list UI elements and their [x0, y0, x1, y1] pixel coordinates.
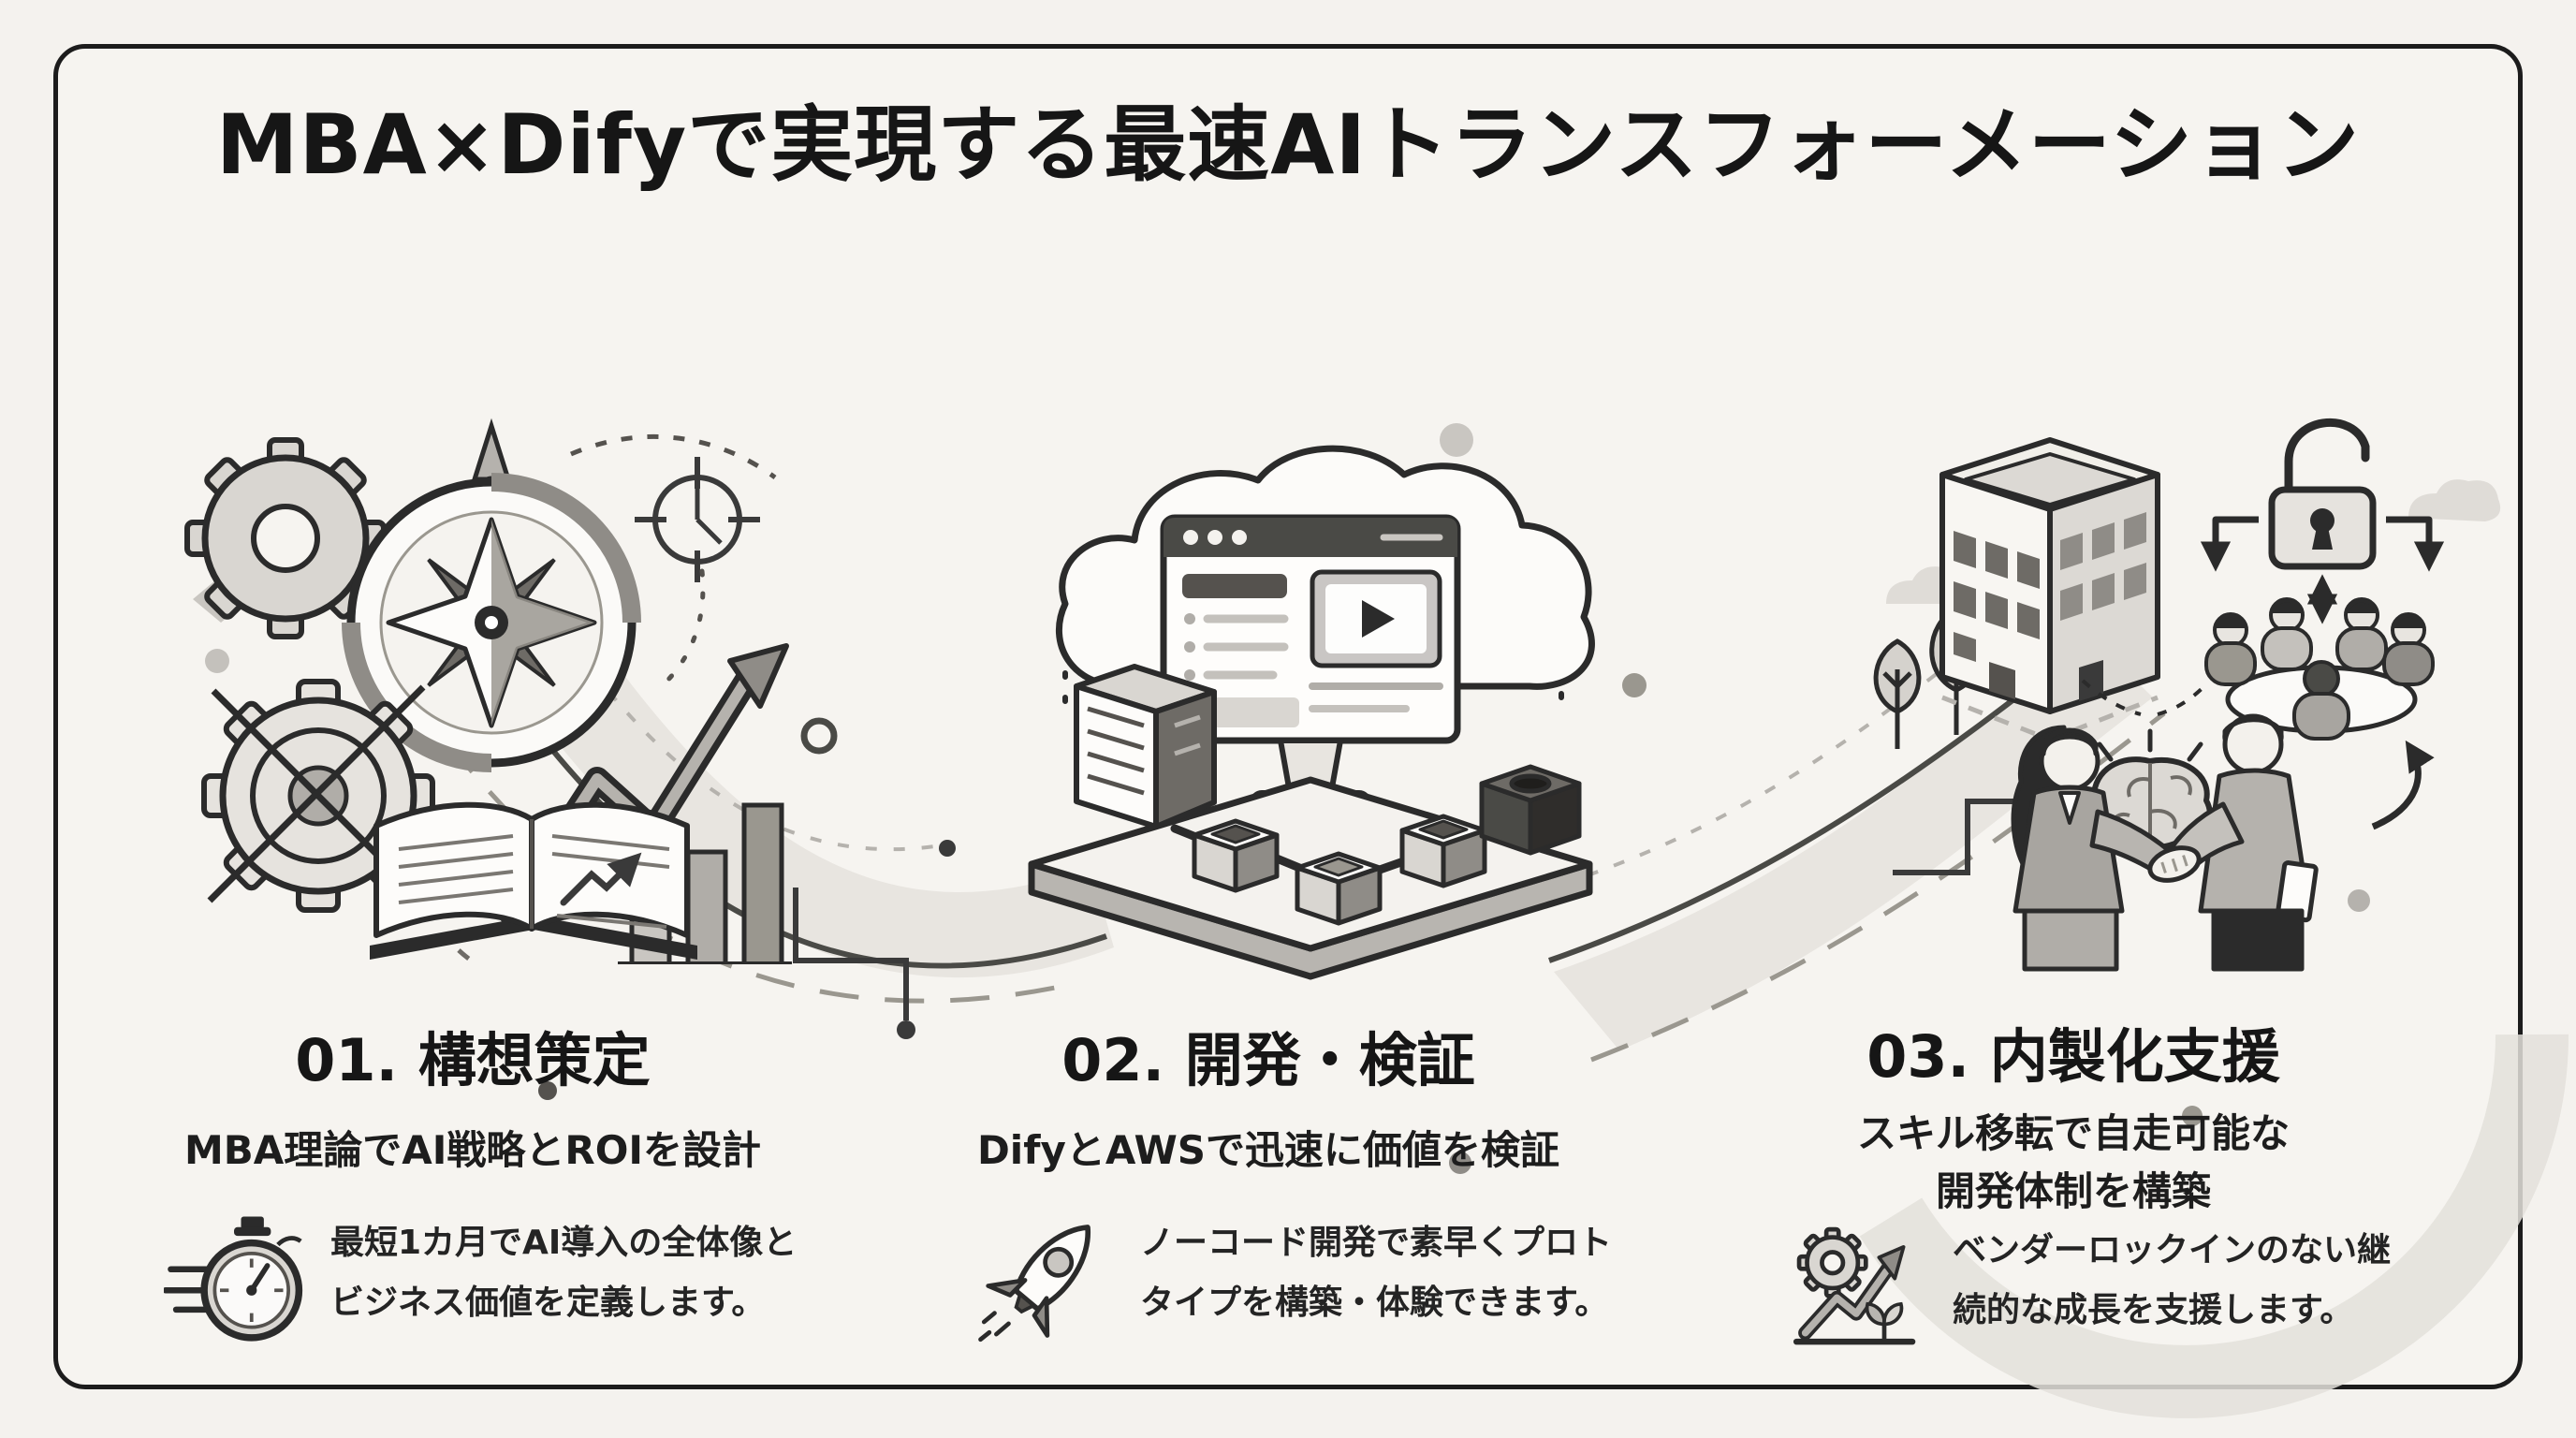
step-2-description-text: ノーコード開発で素早くプロト タイプを構築・体験できます。: [1140, 1224, 1613, 1322]
gear-icon: [184, 437, 387, 639]
step-1-subtitle: MBA理論でAI戦略とROIを設計: [183, 1127, 762, 1173]
handshake-hands: [2147, 845, 2202, 883]
open-padlock-icon: [2268, 418, 2377, 570]
step-3-description-text: ベンダーロックインのない継 続的な成長を支援します。: [1953, 1231, 2392, 1329]
development-illustration: [1028, 445, 1595, 980]
rocket-icon: [978, 1225, 1090, 1343]
page-title: MBA×Difyで実現する最速AIトランスフォーメーション: [215, 96, 2361, 193]
target-icon: [635, 457, 760, 582]
step-1-heading: 01. 構想策定: [295, 1026, 651, 1094]
module-cube: [1192, 818, 1280, 893]
strategy-illustration: [184, 418, 792, 964]
step-1: 01. 構想策定 MBA理論でAI戦略とROIを設計: [136, 1013, 810, 1180]
office-building: [1939, 437, 2160, 714]
compass-icon: [342, 418, 641, 772]
step-3-description: ベンダーロックインのない継 続的な成長を支援します。: [1786, 1217, 2391, 1357]
team-meeting: [2204, 597, 2435, 741]
step-1-description-text: 最短1カ月でAI導入の全体像と ビジネス価値を定義します。: [330, 1224, 798, 1322]
video-player: [1310, 569, 1442, 668]
person-right: [2164, 713, 2319, 972]
step-1-description: 最短1カ月でAI導入の全体像と ビジネス価値を定義します。: [164, 1210, 797, 1350]
tree-icon: [1873, 638, 1922, 749]
step-2-heading: 02. 開発・検証: [1061, 1026, 1475, 1094]
sprout-icon: [1865, 1301, 1904, 1341]
internalization-illustration: [1873, 418, 2501, 972]
server-icon: [1074, 664, 1217, 829]
step-2-subtitle: DifyとAWSで迅速に価値を検証: [976, 1127, 1560, 1173]
step-3: 03. 内製化支援 スキル移転で自走可能な 開発体制を構築: [1736, 1009, 2410, 1221]
step-3-heading: 03. 内製化支援: [1866, 1022, 2280, 1091]
step-3-subtitle: スキル移転で自走可能な 開発体制を構築: [1856, 1110, 2290, 1214]
module-cube: [1295, 851, 1383, 926]
step-2-description: ノーコード開発で素早くプロト タイプを構築・体験できます。: [973, 1210, 1612, 1350]
open-book-icon: [370, 801, 697, 960]
module-cube: [1399, 814, 1487, 888]
stopwatch-icon: [164, 1216, 303, 1342]
gear-growth-icon: [1793, 1226, 1916, 1345]
play-icon: [1362, 600, 1395, 638]
cloud-icon: [2408, 479, 2501, 521]
browser-window: [1160, 514, 1461, 744]
module-cube-dark: [1479, 764, 1582, 856]
step-2: 02. 開発・検証 DifyとAWSで迅速に価値を検証: [931, 1013, 1605, 1180]
